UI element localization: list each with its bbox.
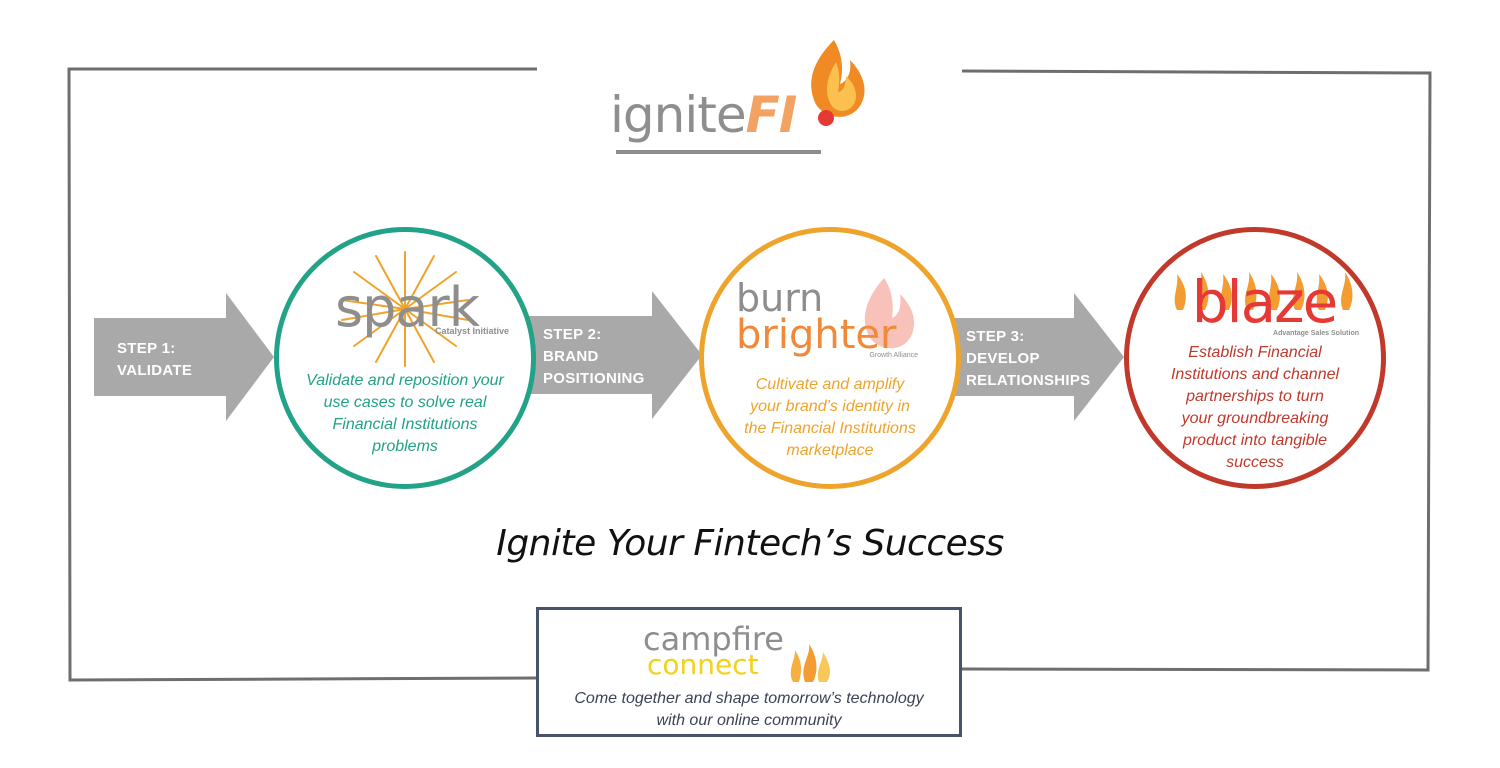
spark-tagline: Catalyst Initiative <box>434 326 509 336</box>
burn-brighter-description: Cultivate and amplify your brand’s ident… <box>714 374 946 462</box>
spark-circle: spark Catalyst Initiative Validate and r… <box>274 227 536 489</box>
blaze-desc-line5: product into tangible <box>1182 432 1328 449</box>
blaze-desc-line1: Establish Financial <box>1188 344 1322 361</box>
step-1-label: STEP 1: VALIDATE <box>117 338 192 382</box>
flame-icon <box>790 644 830 682</box>
burn-desc-line2: your brand’s identity in <box>750 398 910 415</box>
step-2-label-line3: POSITIONING <box>543 370 645 387</box>
burn-desc-line4: marketplace <box>786 442 874 459</box>
blaze-desc-line3: partnerships to turn <box>1186 388 1324 405</box>
flame-icon <box>864 278 915 349</box>
blaze-desc-line2: Institutions and channel <box>1170 366 1340 383</box>
step-2-label-line2: BRAND <box>543 348 599 365</box>
sunburst-icon <box>341 251 469 367</box>
frame-left-segment <box>67 67 537 682</box>
spark-desc-line1: Validate and reposition your <box>306 372 504 389</box>
fire-row-icon <box>1174 272 1353 310</box>
step-1-label-line2: VALIDATE <box>117 362 193 379</box>
burn-desc-line1: Cultivate and amplify <box>755 376 905 393</box>
brighter-wordmark: brighter <box>736 312 897 358</box>
logo-underline <box>616 150 821 154</box>
burn-desc-line3: the Financial Institutions <box>744 420 916 437</box>
spark-wordmark: spark <box>335 276 480 339</box>
burn-brighter-tagline: Growth Alliance <box>869 352 918 359</box>
connect-wordmark: connect <box>647 648 759 681</box>
step-2-label: STEP 2: BRAND POSITIONING <box>543 324 645 390</box>
step-3-label-line1: STEP 3: <box>966 328 1025 345</box>
spark-desc-line2: use cases to solve real <box>323 394 487 411</box>
logo-wordmark: igniteFI <box>610 86 798 144</box>
blaze-circle: blaze Advantage Sales Solution Establish… <box>1124 227 1386 489</box>
step-3-label-line3: RELATIONSHIPS <box>966 372 1091 389</box>
campfire-wordmark: campfire <box>643 620 784 658</box>
burn-wordmark: burn <box>736 276 824 320</box>
logo-word: ignite <box>610 86 747 144</box>
page-title: Ignite Your Fintech’s Success <box>496 523 1004 564</box>
step-3-arrow <box>952 293 1124 421</box>
spark-description: Validate and reposition your use cases t… <box>289 370 521 458</box>
blaze-desc-line6: success <box>1226 454 1284 471</box>
burn-brighter-circle: burn brighter Growth Alliance Cultivate … <box>699 227 961 489</box>
blaze-description: Establish Financial Institutions and cha… <box>1139 342 1371 474</box>
campfire-connect-box: campfire connect Come together and shape… <box>536 607 962 737</box>
logo-suffix: FI <box>745 86 798 144</box>
step-1-label-line1: STEP 1: <box>117 340 176 357</box>
flame-icon <box>811 40 865 126</box>
blaze-tagline: Advantage Sales Solution <box>1273 330 1359 337</box>
campfire-description: Come together and shape tomorrow’s techn… <box>539 688 959 732</box>
blaze-wordmark: blaze <box>1191 268 1339 336</box>
spark-desc-line4: problems <box>372 438 438 455</box>
step-1-arrow <box>94 293 274 421</box>
campfire-desc-line2: with our online community <box>656 712 842 729</box>
frame-right-segment <box>961 69 1432 672</box>
ignitefi-logo: igniteFI <box>608 38 878 154</box>
blaze-desc-line4: your groundbreaking <box>1181 410 1329 427</box>
campfire-desc-line1: Come together and shape tomorrow’s techn… <box>574 690 924 707</box>
spark-desc-line3: Financial Institutions <box>332 416 478 433</box>
step-2-label-line1: STEP 2: <box>543 326 602 343</box>
step-3-label-line2: DEVELOP <box>966 350 1040 367</box>
step-3-label: STEP 3: DEVELOP RELATIONSHIPS <box>966 326 1090 392</box>
step-2-arrow <box>528 291 702 419</box>
